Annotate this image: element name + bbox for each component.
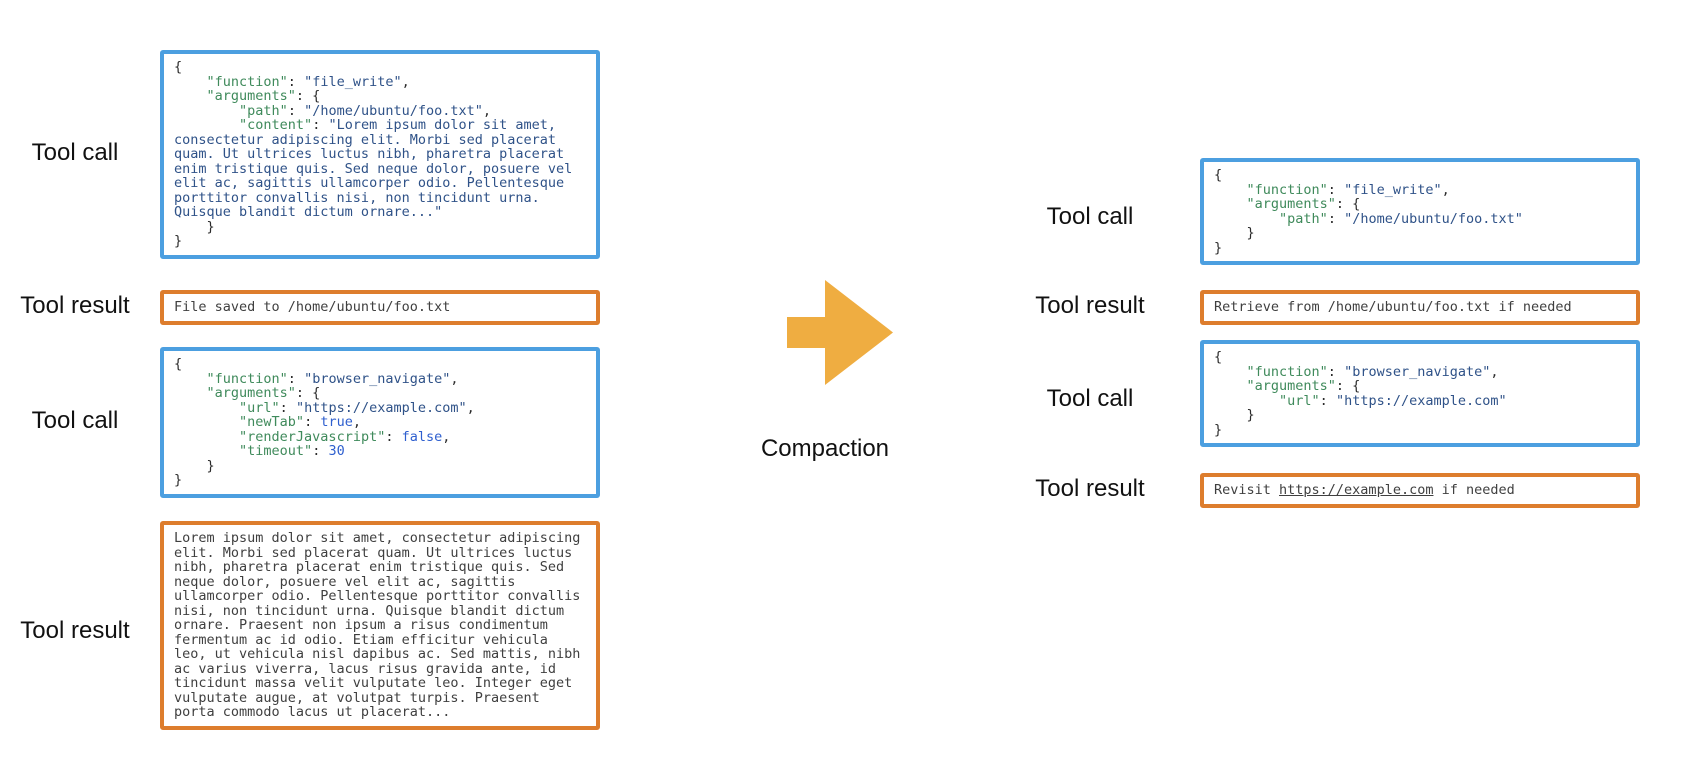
tool-call-code-block: { "function": "file_write", "arguments":…: [1200, 158, 1640, 265]
tool-result-block: Revisit https://example.com if needed: [1200, 473, 1640, 508]
tool-result-label-text: Tool result: [1035, 292, 1145, 319]
tool-call-code-block: { "function": "browser_navigate", "argum…: [160, 347, 600, 498]
tool-call-code-block: { "function": "file_write", "arguments":…: [160, 50, 600, 259]
tool-result-label-text: Tool result: [1035, 475, 1145, 502]
tool-call-label-text: Tool call: [1046, 385, 1134, 412]
tool-call-label: Tool call: [0, 347, 150, 494]
tool-call-label-text: Tool call: [1046, 203, 1134, 230]
tool-result-label: Tool result: [1015, 288, 1165, 324]
tool-call-label: Tool call: [1015, 340, 1165, 458]
tool-result-label: Tool result: [1015, 471, 1165, 507]
tool-result-block: File saved to /home/ubuntu/foo.txt: [160, 290, 600, 325]
tool-result-label-text: Tool result: [20, 616, 130, 644]
tool-result-label: Tool result: [0, 288, 150, 324]
tool-call-label: Tool call: [0, 50, 150, 255]
tool-call-label-text: Tool call: [31, 138, 119, 166]
tool-result-label: Tool result: [0, 521, 150, 740]
compaction-arrow-icon: [787, 280, 893, 385]
compaction-label: Compaction: [760, 435, 890, 462]
tool-result-block: Retrieve from /home/ubuntu/foo.txt if ne…: [1200, 290, 1640, 325]
tool-result-block: Lorem ipsum dolor sit amet, consectetur …: [160, 521, 600, 730]
tool-call-label-text: Tool call: [31, 406, 119, 434]
tool-call-label: Tool call: [1015, 158, 1165, 276]
tool-call-code-block: { "function": "browser_navigate", "argum…: [1200, 340, 1640, 447]
tool-result-label-text: Tool result: [20, 292, 130, 319]
